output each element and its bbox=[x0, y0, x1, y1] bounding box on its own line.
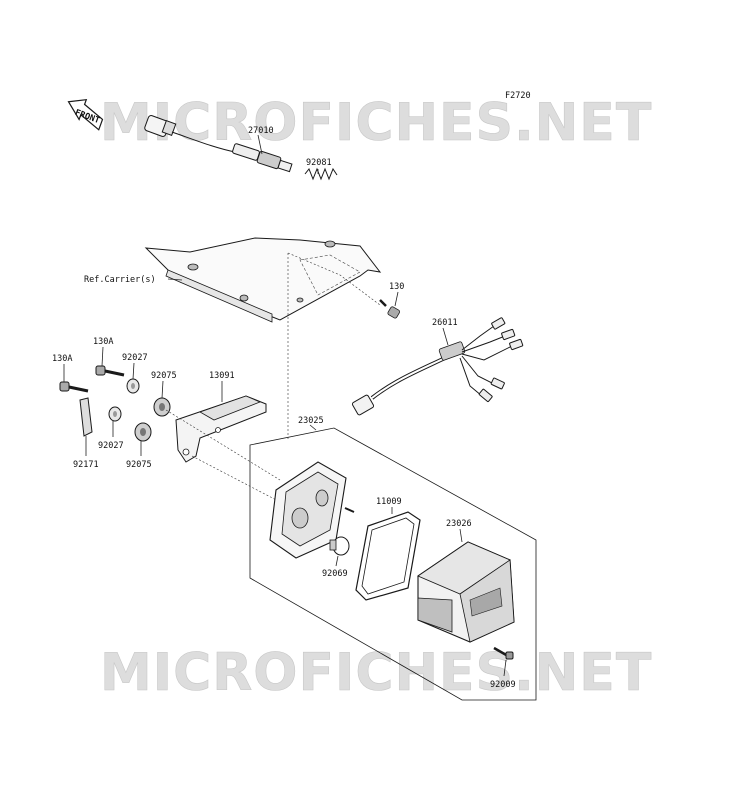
part-number-92081: 92081 bbox=[306, 158, 332, 168]
bolt-130a-top-part bbox=[95, 365, 125, 377]
lamp-base-part bbox=[269, 461, 355, 559]
part-number-92171: 92171 bbox=[73, 460, 99, 470]
washer-92027-top-part bbox=[126, 378, 140, 394]
part-number-23026: 23026 bbox=[446, 519, 472, 529]
bulb-92069-part bbox=[329, 536, 350, 556]
bushing-92075-bottom-part bbox=[134, 422, 152, 442]
bolt-130a-left-part bbox=[59, 381, 89, 393]
screw-92009-part bbox=[493, 646, 514, 660]
lens-cover-23026-part bbox=[417, 541, 515, 643]
part-number-13091: 13091 bbox=[209, 371, 235, 381]
part-number-27010: 27010 bbox=[248, 126, 274, 136]
part-number-92027-bottom: 92027 bbox=[98, 441, 124, 451]
part-number-92075-bottom: 92075 bbox=[126, 460, 152, 470]
part-number-23025: 23025 bbox=[298, 416, 324, 426]
assembly-outline bbox=[249, 427, 537, 701]
carrier-plate bbox=[144, 237, 382, 323]
part-number-130: 130 bbox=[389, 282, 404, 292]
part-number-26011: 26011 bbox=[432, 318, 458, 328]
wiring-harness-part bbox=[351, 317, 524, 416]
gasket-11009-part bbox=[355, 511, 421, 601]
part-number-92069: 92069 bbox=[322, 569, 348, 579]
front-label: FRONT bbox=[73, 108, 100, 126]
washer-92027-bottom-part bbox=[108, 406, 122, 422]
bolt-130-part bbox=[379, 299, 400, 319]
ref-carrier-label: Ref.Carrier(s) bbox=[84, 275, 156, 285]
watermark-top: MICROFICHES.NET bbox=[100, 93, 652, 153]
bracket-13091-part bbox=[175, 395, 267, 463]
part-number-92075-top: 92075 bbox=[151, 371, 177, 381]
figure-code: F2720 bbox=[505, 91, 531, 101]
switch-cable-part bbox=[144, 115, 293, 173]
watermark-bottom: MICROFICHES.NET bbox=[100, 643, 652, 703]
strap-92171-part bbox=[79, 397, 93, 437]
spring-part bbox=[304, 167, 338, 181]
part-number-130a-left: 130A bbox=[52, 354, 72, 364]
part-number-11009: 11009 bbox=[376, 497, 402, 507]
part-number-92009: 92009 bbox=[490, 680, 516, 690]
bushing-92075-top-part bbox=[153, 397, 171, 417]
part-number-92027-top: 92027 bbox=[122, 353, 148, 363]
part-number-130a-top: 130A bbox=[93, 337, 113, 347]
